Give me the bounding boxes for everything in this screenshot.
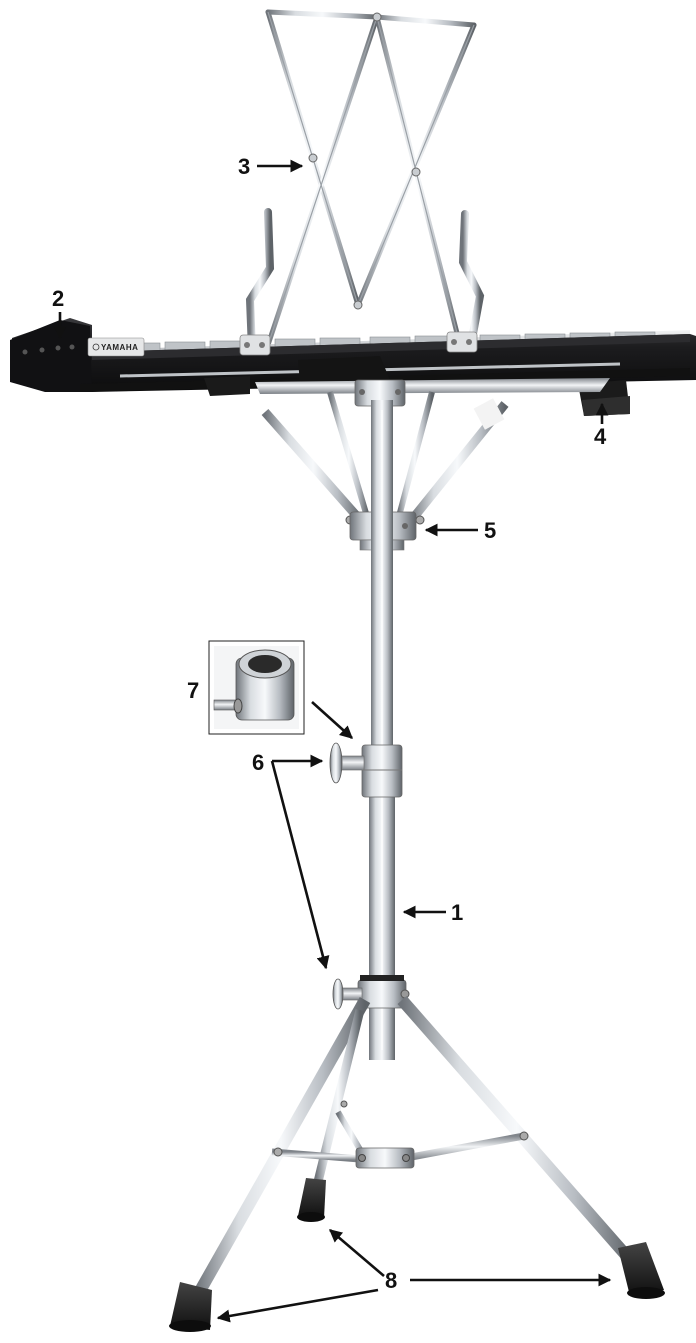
case-end-cap [10,320,92,392]
callout-label-5: 5 [484,518,496,543]
callouts: 1 2 3 4 5 6 7 8 [52,154,612,1323]
height-clamp-upper [329,742,403,798]
callout-arrow-8-center [329,1229,385,1277]
brand-plate: YAMAHA [87,337,145,357]
rubber-feet [169,1178,665,1332]
callout-label-8: 8 [385,1268,397,1293]
callout-label-3: 3 [238,154,250,179]
callout-label-6: 6 [252,750,264,775]
rubber-foot-center [297,1178,326,1222]
height-clamp-lower [332,975,410,1010]
cradle-arms [255,378,610,525]
inset-detail [208,640,305,735]
music-rack [245,9,485,354]
callout-arrow-8-left [216,1288,379,1323]
center-pole [369,400,395,1060]
rubber-foot-right [618,1242,665,1299]
callout-arrow-7 [311,701,353,739]
callout-arrow-6-lower [270,760,330,970]
bell-kit-case: YAMAHA [10,318,696,416]
callout-label-1: 1 [451,900,463,925]
callout-label-2: 2 [52,286,64,311]
callout-label-7: 7 [187,678,199,703]
tripod-base [190,996,637,1301]
callout-label-4: 4 [594,424,607,449]
brand-label: YAMAHA [101,343,138,352]
rubber-foot-left [169,1282,212,1332]
